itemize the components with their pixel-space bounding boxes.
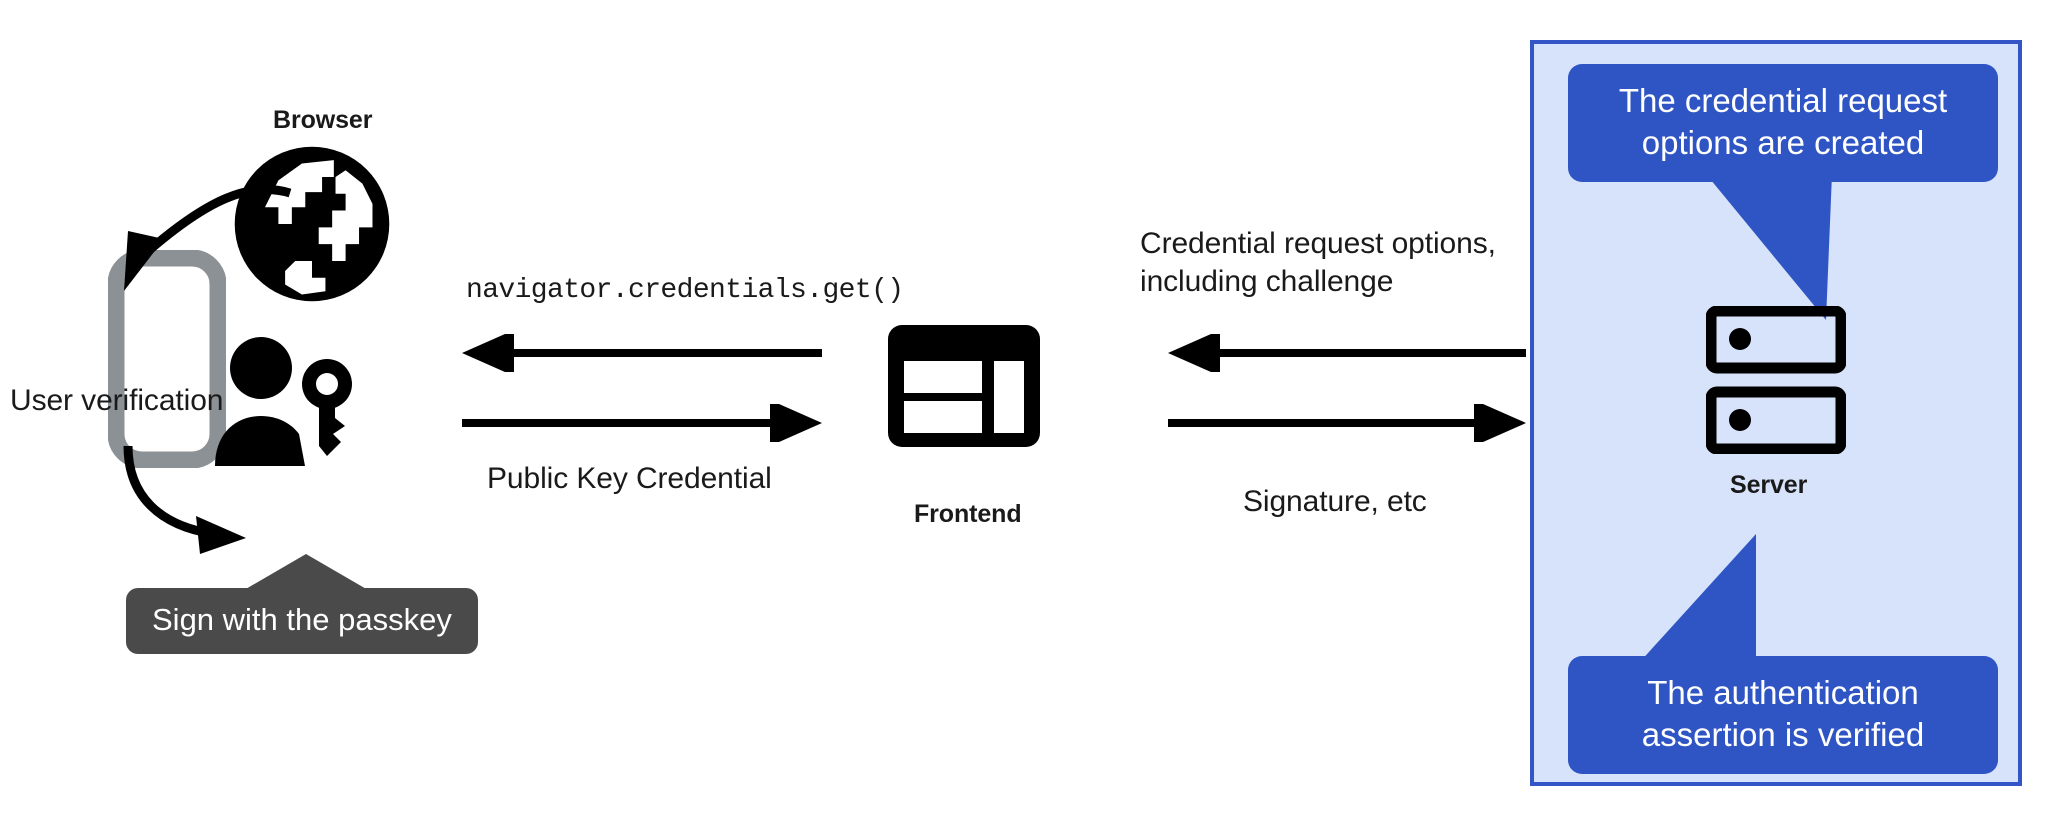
arrow-browser-to-frontend xyxy=(462,404,822,442)
callout-credential-request-options: The credential request options are creat… xyxy=(1568,64,1998,182)
sign-with-passkey-label: Sign with the passkey xyxy=(126,588,478,654)
callout-top-tail xyxy=(1706,174,1832,320)
callout-authentication-assertion: The authentication assertion is verified xyxy=(1568,656,1998,774)
server-panel: The credential request options are creat… xyxy=(1530,40,2022,786)
arrow-browser-to-device xyxy=(124,184,292,291)
server-title: Server xyxy=(1730,471,1808,499)
arrow-device-to-user xyxy=(123,445,246,554)
signature-etc-label: Signature, etc xyxy=(1243,485,1427,518)
server-racks-icon xyxy=(1705,305,1847,455)
arrow-frontend-to-server xyxy=(1168,404,1526,442)
arrow-server-to-frontend xyxy=(1168,334,1526,372)
callout-bottom-tail xyxy=(1638,534,1756,664)
smartphone-icon xyxy=(107,249,227,469)
web-layout-icon xyxy=(888,325,1040,447)
arrow-frontend-to-browser xyxy=(462,334,822,372)
navigator-credentials-get-label: navigator.credentials.get() xyxy=(466,275,904,306)
sign-with-passkey-tooltip: Sign with the passkey xyxy=(126,554,478,654)
browser-title: Browser xyxy=(273,106,373,134)
credential-request-options-label: Credential request options, including ch… xyxy=(1140,227,1496,299)
public-key-credential-label: Public Key Credential xyxy=(487,462,772,495)
frontend-title: Frontend xyxy=(914,500,1022,528)
person-with-key-icon xyxy=(213,330,365,475)
tooltip-pointer xyxy=(244,554,368,590)
user-verification-label: User verification xyxy=(10,384,224,417)
